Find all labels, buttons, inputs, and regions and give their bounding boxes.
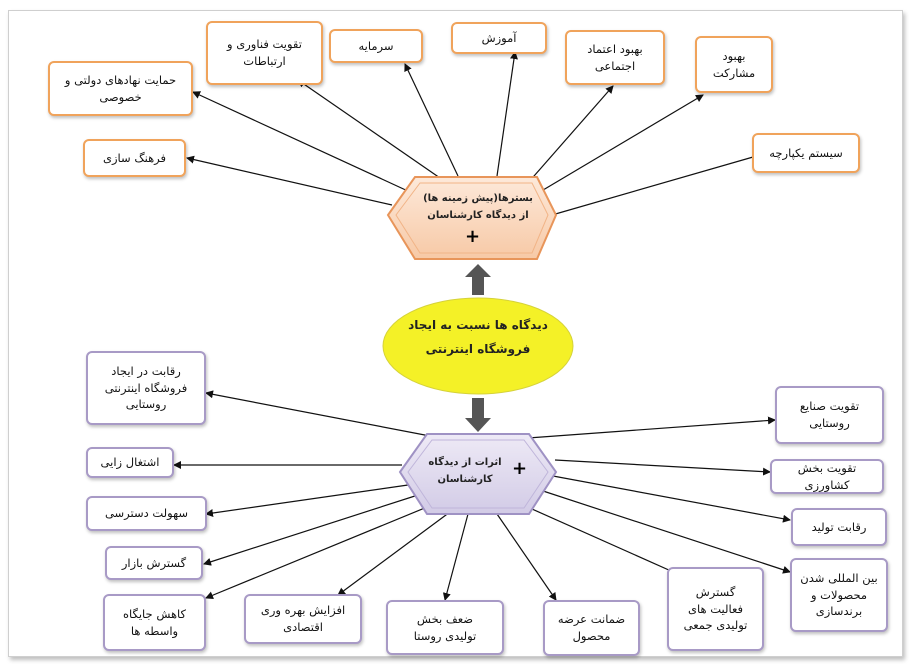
connector [539,489,791,574]
node-accessibility: سهولت دسترسی [86,496,207,531]
node-production-competition: رقابت تولید [791,508,887,546]
node-internationalization: بین المللی شدن محصولات و برندسازی [790,558,888,632]
connector [554,459,771,476]
node-participation: بهبود مشارکت [695,36,773,93]
bottom-hub-label: اثرات از دیدگاه کارشناسان [428,457,502,485]
connector [186,155,393,206]
connector [404,63,459,177]
node-capital: سرمایه [329,29,423,63]
connector [519,85,614,193]
node-agriculture-strengthening: تقویت بخش کشاورزی [770,459,884,494]
connector [522,504,681,576]
connector [203,494,419,566]
node-reduce-intermediaries: کاهش جایگاه واسطه ها [103,594,206,651]
connector [205,484,409,517]
connector [527,416,776,439]
node-government-support: حمایت نهادهای دولتی و خصوصی [48,61,193,116]
bottom-hub-hexagon [398,433,558,515]
node-education: آموزش [451,22,547,54]
bottom-hub-plus-icon: + [512,458,528,479]
up-arrow [465,264,491,295]
node-integrated-system: سیستم یکپارچه [752,133,860,173]
connector [205,390,431,437]
node-competition-online-store: رقابت در ایجاد فروشگاه اینترنتی روستایی [86,351,206,425]
node-culture-building: فرهنگ سازی [83,139,186,177]
connector [496,513,557,601]
node-technology: تقویت فناوری و ارتباطات [206,21,323,85]
top-hub-plus-icon: + [465,226,481,247]
connector [552,475,791,523]
top-hub-hexagon [386,176,558,260]
center-ellipse [382,297,574,395]
connector [544,153,761,218]
down-arrow [465,398,491,432]
node-rural-industries: تقویت صنایع روستایی [775,386,884,444]
node-employment: اشتغال زایی [86,447,174,478]
node-supply-guarantee: ضمانت عرضه محصول [543,600,640,656]
node-collective-production: گسترش فعالیت های تولیدی جمعی [667,567,764,651]
connector [496,51,518,177]
connector [192,91,411,193]
node-market-expansion: گسترش بازار [105,546,203,580]
node-social-trust: بهبود اعتماد اجتماعی [565,30,665,85]
connector [532,94,704,197]
node-economic-productivity: افزایش بهره وری اقتصادی [244,594,362,644]
connector [442,513,469,601]
connector [297,79,441,179]
node-weak-production: ضعف بخش تولیدی روستا [386,600,504,655]
connector [337,511,451,596]
connector [205,504,433,600]
top-hub-label: بسترها(پیش زمینه ها) از دیدگاه کارشناسان [423,193,533,221]
center-label: دیدگاه ها نسبت به ایجاد فروشگاه اینترنتی [408,318,548,356]
